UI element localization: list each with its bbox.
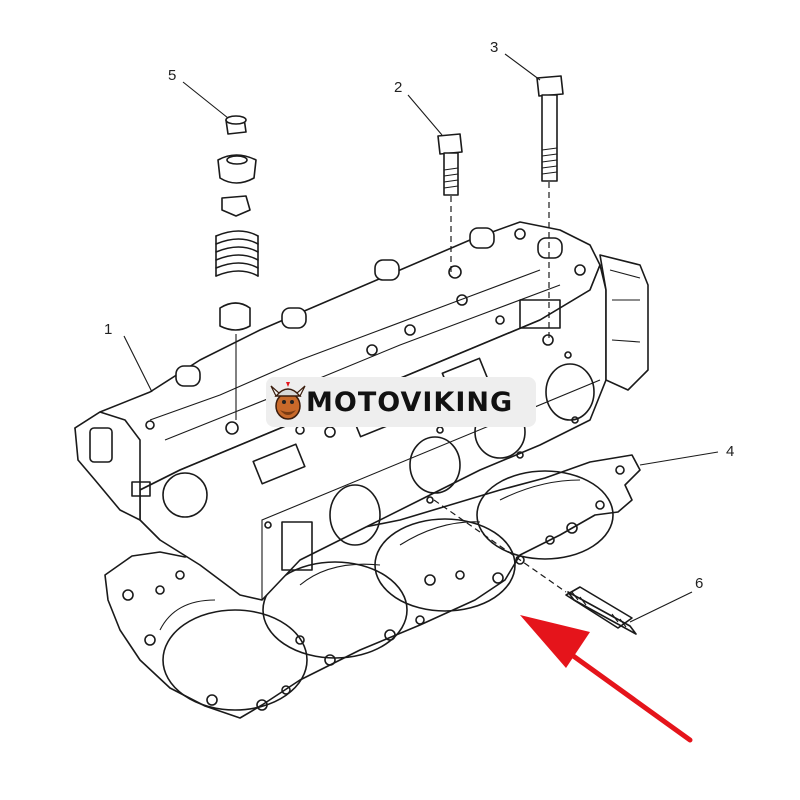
head-bosses [175,227,563,387]
cylinder-head [74,221,649,601]
leader-lines [123,53,719,623]
callout-6: 6 [695,575,703,592]
brand-watermark: MOTOVIKING [266,377,536,427]
callout-5: 5 [168,67,176,84]
brand-name: MOTOVIKING [306,386,514,418]
long-bolt [536,75,564,340]
stud [433,499,637,635]
viking-mascot-icon [270,382,306,420]
callout-2: 2 [394,79,402,96]
gasket-holes [122,465,625,711]
short-bolt [437,133,463,272]
callout-1: 1 [104,321,112,338]
callout-labels: 1 2 3 4 5 6 [104,39,734,592]
red-pointer-arrow [520,615,693,743]
callout-4: 4 [726,443,734,460]
valve-assembly [215,115,259,420]
callout-3: 3 [490,39,498,56]
